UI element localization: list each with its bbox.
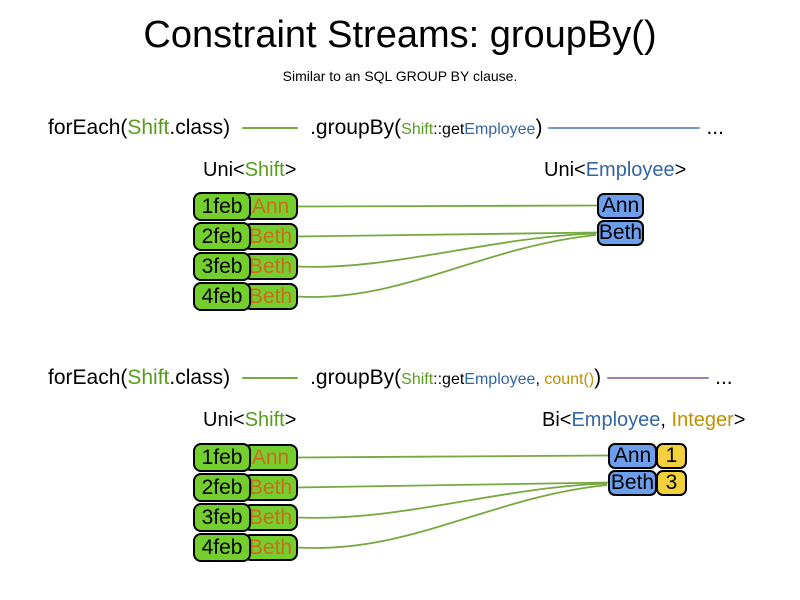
shift-name-box: Ann <box>243 444 298 471</box>
groupby-open-text: .groupBy( <box>310 116 402 139</box>
uni-shift-label-2: Uni<Shift> <box>203 409 296 432</box>
label-prefix: Bi< <box>542 409 572 431</box>
label-type1: Employee <box>571 409 661 431</box>
shift-name-box: Beth <box>243 283 298 310</box>
ellipsis-text: ... <box>715 366 733 389</box>
foreach-close-text: .class) <box>169 116 231 139</box>
shift-date-box: 4feb <box>193 533 251 562</box>
bi-row-beth: 3 Beth <box>608 470 688 496</box>
label-prefix: Uni< <box>203 409 245 431</box>
shift-name-box: Beth <box>243 474 298 501</box>
code-line-1: forEach( Shift .class) .groupBy( Shift :… <box>48 116 724 140</box>
shift-row: Beth 2feb <box>193 473 353 503</box>
employee-box-beth: Beth <box>597 220 644 246</box>
label-suffix: > <box>733 409 746 431</box>
ellipsis-text: ... <box>706 116 724 139</box>
shift-row: Beth 3feb <box>193 252 353 282</box>
arg-shift-text: Shift <box>401 121 434 138</box>
arg-employee-text: Employee <box>464 121 536 138</box>
label-suffix: > <box>674 159 687 181</box>
shift-name-box: Beth <box>243 253 298 280</box>
shift-name-box: Beth <box>243 223 298 250</box>
uni-shift-label-1: Uni<Shift> <box>203 159 296 182</box>
arg-shift-text: Shift <box>401 371 434 388</box>
bi-employee-integer-label: Bi<Employee, Integer> <box>542 409 745 432</box>
arg-comma-text: , <box>535 371 545 388</box>
count-box: 3 <box>656 470 687 496</box>
shift-date-box: 2feb <box>193 473 251 502</box>
result-line <box>548 127 701 129</box>
groupby-close-text: ) <box>594 366 602 389</box>
subtitle: Similar to an SQL GROUP BY clause. <box>282 68 518 84</box>
shift-date-box: 2feb <box>193 222 251 251</box>
chain-line <box>242 377 299 379</box>
uni-employee-label: Uni<Employee> <box>544 159 686 182</box>
shift-row: Beth 4feb <box>193 282 353 312</box>
label-prefix: Uni< <box>203 159 245 181</box>
label-type: Employee <box>585 159 675 181</box>
count-box: 1 <box>656 443 687 469</box>
shift-row: Beth 3feb <box>193 503 353 533</box>
shift-name-box: Beth <box>243 534 298 561</box>
employee-box-ann: Ann <box>608 443 657 469</box>
page-title: Constraint Streams: groupBy() <box>143 14 657 56</box>
shift-date-box: 3feb <box>193 503 251 532</box>
bi-row-ann: 1 Ann <box>608 443 688 469</box>
foreach-open-text: forEach( <box>48 116 128 139</box>
chain-line <box>242 127 299 129</box>
shift-row: Ann 1feb <box>193 443 353 473</box>
label-type: Shift <box>244 409 285 431</box>
shift-date-box: 3feb <box>193 252 251 281</box>
result-line <box>607 377 710 379</box>
shift-name-box: Beth <box>243 504 298 531</box>
arg-employee-text: Employee <box>464 371 536 388</box>
label-suffix: > <box>284 159 297 181</box>
shift-date-box: 1feb <box>193 443 251 472</box>
label-suffix: > <box>284 409 297 431</box>
label-prefix: Uni< <box>544 159 586 181</box>
groupby-close-text: ) <box>535 116 543 139</box>
foreach-open-text: forEach( <box>48 366 128 389</box>
label-type2: Integer <box>671 409 734 431</box>
arg-getter-text: ::get <box>433 121 465 138</box>
code-line-2: forEach( Shift .class) .groupBy( Shift :… <box>48 366 733 390</box>
foreach-close-text: .class) <box>169 366 231 389</box>
shift-row: Ann 1feb <box>193 192 353 222</box>
employee-box-beth: Beth <box>608 470 657 496</box>
arg-getter-text: ::get <box>433 371 465 388</box>
label-comma: , <box>660 409 672 431</box>
foreach-type-text: Shift <box>127 116 170 139</box>
shift-date-box: 1feb <box>193 192 251 221</box>
foreach-type-text: Shift <box>127 366 170 389</box>
groupby-open-text: .groupBy( <box>310 366 402 389</box>
shift-row: Beth 2feb <box>193 222 353 252</box>
employee-box-ann: Ann <box>597 193 644 219</box>
arg-count-text: count() <box>544 371 595 388</box>
shift-name-box: Ann <box>243 193 298 220</box>
shift-date-box: 4feb <box>193 282 251 311</box>
shift-row: Beth 4feb <box>193 533 353 563</box>
label-type: Shift <box>244 159 285 181</box>
